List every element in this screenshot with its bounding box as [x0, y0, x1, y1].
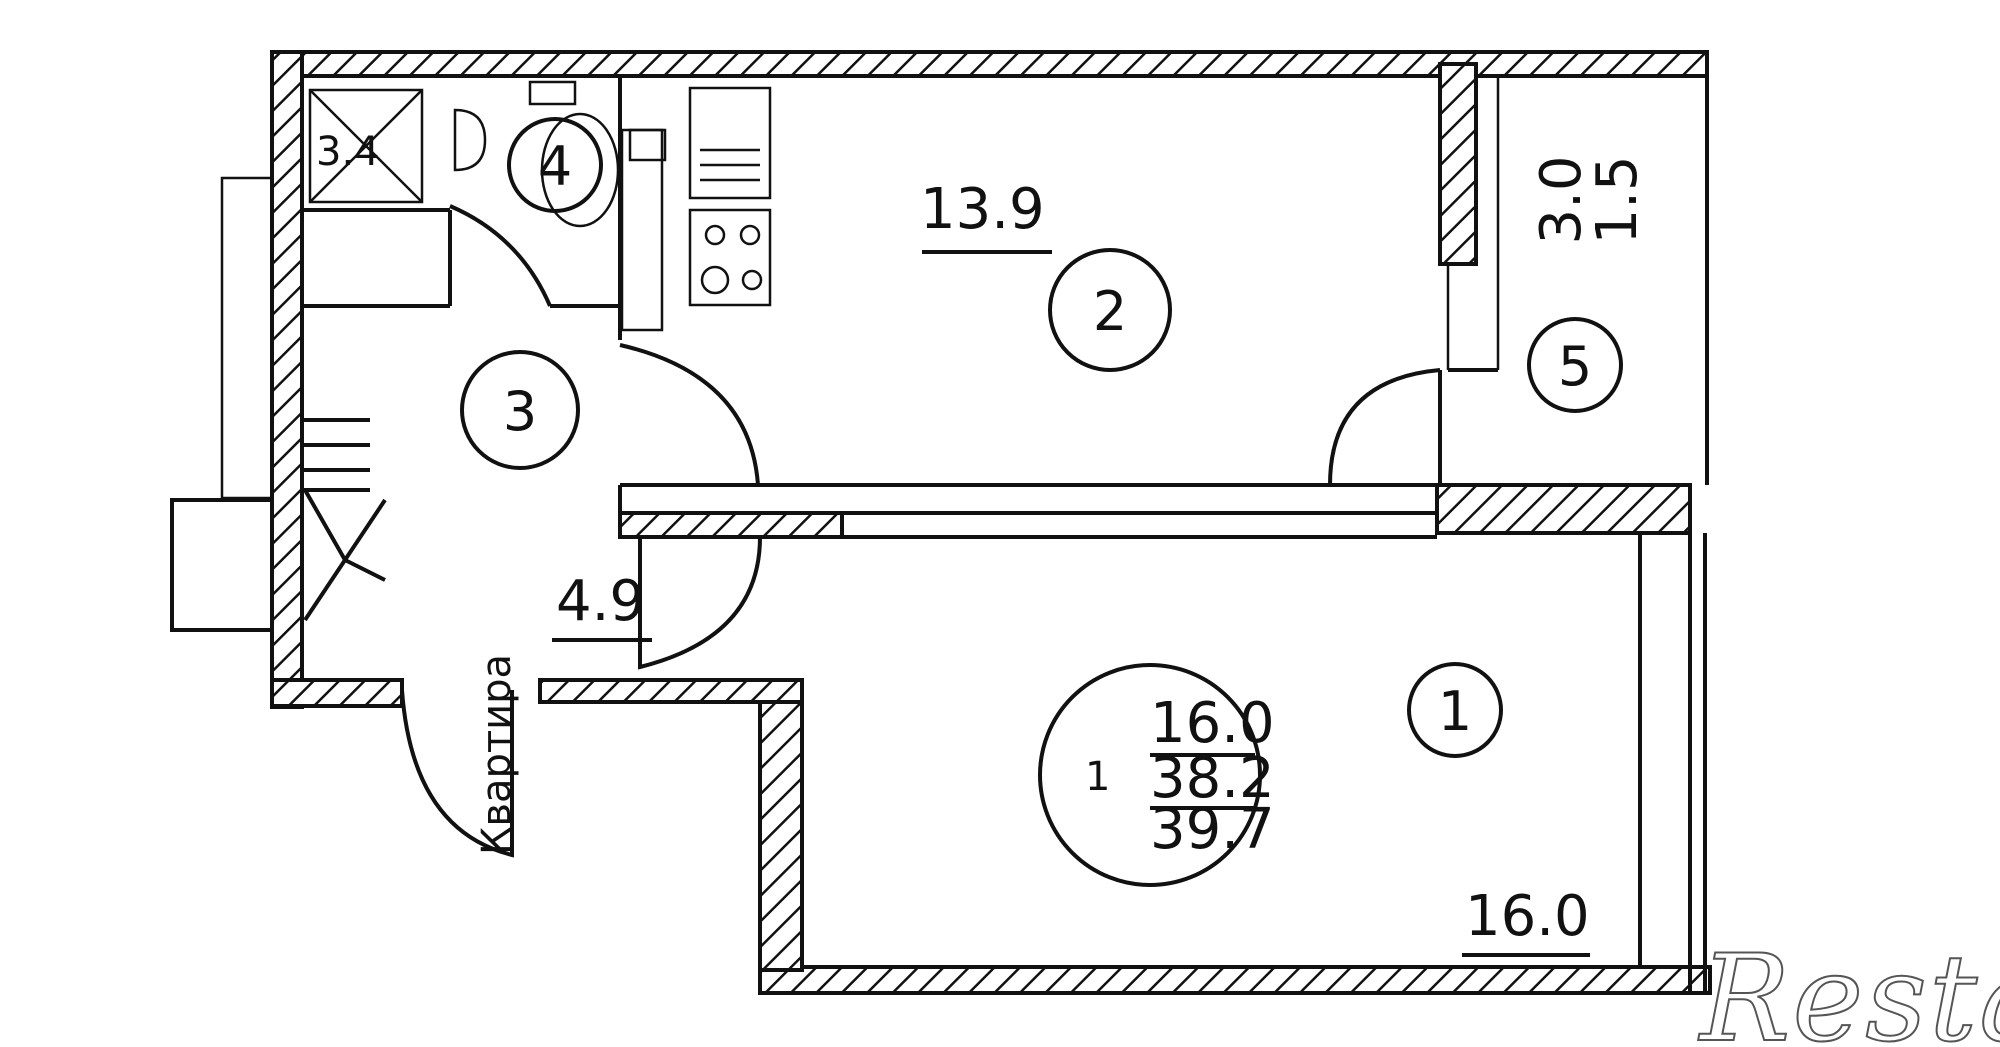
washbasin	[540, 112, 620, 228]
room-number-1: 1	[1438, 680, 1472, 743]
summary-block: 1 16.0 38.2 39.7	[1038, 663, 1275, 887]
summary-total-with-balcony: 39.7	[1150, 797, 1275, 862]
bathroom-fixtures	[308, 80, 620, 228]
summary-living-area: 16.0	[1150, 691, 1275, 756]
room-markers: 1 2 3 4 5	[460, 117, 1623, 758]
room-marker-5	[1527, 317, 1623, 413]
room-marker-3	[460, 350, 580, 470]
stove	[688, 208, 772, 307]
room-number-5: 5	[1558, 335, 1592, 398]
wall-entrance-top	[538, 678, 804, 704]
wall-kitchen-living	[618, 511, 844, 539]
wall-top	[270, 50, 1709, 78]
summary-rooms-count: 1	[1085, 754, 1110, 800]
area-labels: 13.9 4.9 16.0 3.4 3.0 1.5	[316, 129, 1650, 957]
room-marker-4	[507, 117, 603, 213]
wall-entrance-right	[758, 688, 804, 972]
summary-circle	[1038, 663, 1262, 887]
area-room-5-top: 3.0	[1529, 155, 1594, 244]
walls	[270, 50, 1712, 995]
entrance-corridor	[302, 418, 387, 622]
area-room-1: 16.0	[1465, 884, 1590, 949]
room-marker-1	[1407, 662, 1503, 758]
wall-left-lower	[270, 678, 404, 708]
wall-balcony-divider	[1438, 62, 1478, 266]
watermark-logo: Restate	[1698, 930, 2000, 1047]
area-room-2: 13.9	[920, 177, 1045, 242]
sink	[688, 86, 772, 200]
kitchen-fixtures	[620, 86, 772, 332]
area-room-3: 4.9	[556, 569, 645, 634]
toilet	[453, 108, 487, 172]
room-number-3: 3	[503, 380, 537, 443]
doors	[400, 204, 1441, 858]
wall-balcony-living	[1435, 483, 1692, 535]
shower	[308, 88, 424, 204]
wall-bottom	[758, 965, 1712, 995]
area-room-4: 3.4	[316, 129, 380, 175]
entrance-label: Квартира	[474, 654, 520, 855]
wall-left	[270, 50, 304, 709]
room-number-4: 4	[538, 135, 572, 198]
room-marker-2	[1048, 248, 1172, 372]
area-room-5-bottom: 1.5	[1585, 155, 1650, 244]
room-number-2: 2	[1093, 280, 1127, 343]
summary-total-area: 38.2	[1150, 746, 1275, 811]
